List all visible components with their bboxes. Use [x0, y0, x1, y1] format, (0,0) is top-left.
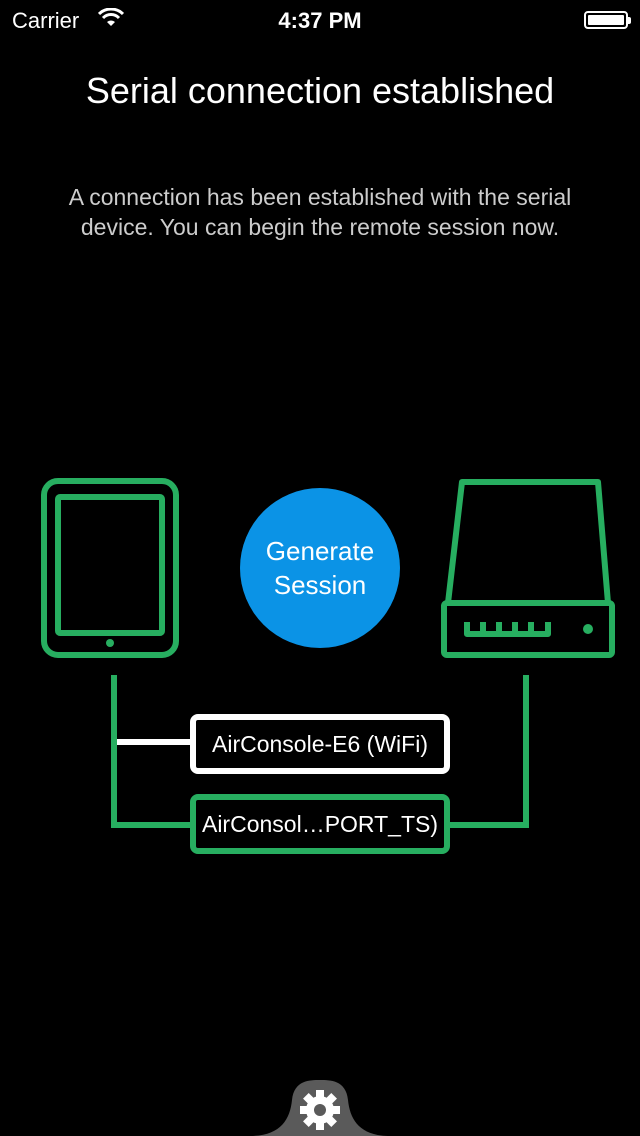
tablet-icon — [41, 478, 179, 658]
wifi-icon — [98, 8, 124, 26]
clock: 4:37 PM — [278, 8, 362, 33]
carrier-label: Carrier — [12, 8, 80, 33]
serial-connection-label[interactable]: AirConsol…PORT_TS) — [190, 794, 450, 854]
settings-button[interactable] — [250, 1080, 390, 1136]
router-icon — [441, 479, 615, 658]
generate-session-button[interactable]: Generate Session — [240, 488, 400, 648]
battery-icon — [584, 11, 631, 29]
status-bar: Carrier 4:37 PM — [0, 0, 640, 40]
gear-icon — [300, 1090, 340, 1130]
serial-link-line — [111, 675, 529, 828]
page-title: Serial connection established — [85, 70, 555, 111]
wifi-connection-label[interactable]: AirConsole-E6 (WiFi) — [190, 714, 450, 774]
description: A connection has been established with t… — [68, 184, 572, 240]
